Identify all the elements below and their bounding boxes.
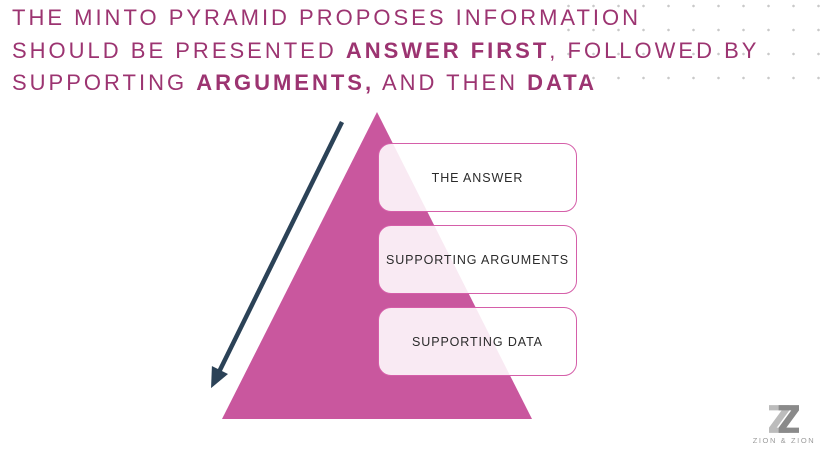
zion-logo-mark — [769, 405, 799, 433]
title-text: , FOLLOWED BY — [549, 37, 760, 63]
dot-grid-decoration — [556, 0, 836, 92]
slide-title: THE MINTO PYRAMID PROPOSES INFORMATION S… — [12, 2, 812, 100]
pyramid-box-label: THE ANSWER — [431, 170, 524, 185]
flow-arrow — [211, 121, 345, 389]
title-text: SHOULD BE PRESENTED — [12, 37, 346, 63]
title-text: SUPPORTING — [12, 70, 197, 95]
title-text-bold: DATA — [527, 70, 597, 95]
pyramid-box-arguments: SUPPORTING ARGUMENTS — [378, 225, 577, 294]
title-text: THE MINTO PYRAMID PROPOSES INFORMATION — [12, 5, 642, 30]
pyramid-box-answer: THE ANSWER — [378, 143, 577, 212]
pyramid-box-label: SUPPORTING ARGUMENTS — [385, 252, 570, 267]
logo-z-light — [769, 405, 790, 433]
title-text-bold: ARGUMENTS, — [196, 70, 375, 95]
title-text: AND THEN — [374, 70, 528, 95]
pyramid-box-data: SUPPORTING DATA — [378, 307, 577, 376]
logo-z-dark — [778, 405, 799, 433]
zion-zion-logo: ZION & ZION — [742, 405, 826, 445]
zion-logo-text: ZION & ZION — [752, 436, 816, 445]
title-line-3: SUPPORTING ARGUMENTS, AND THEN DATA — [12, 67, 812, 100]
arrow-line — [211, 121, 345, 389]
pyramid-box-label: SUPPORTING DATA — [412, 334, 543, 349]
title-text-bold: ANSWER FIRST — [345, 37, 550, 63]
title-line-2: SHOULD BE PRESENTED ANSWER FIRST, FOLLOW… — [12, 35, 812, 68]
title-line-1: THE MINTO PYRAMID PROPOSES INFORMATION — [12, 2, 812, 35]
